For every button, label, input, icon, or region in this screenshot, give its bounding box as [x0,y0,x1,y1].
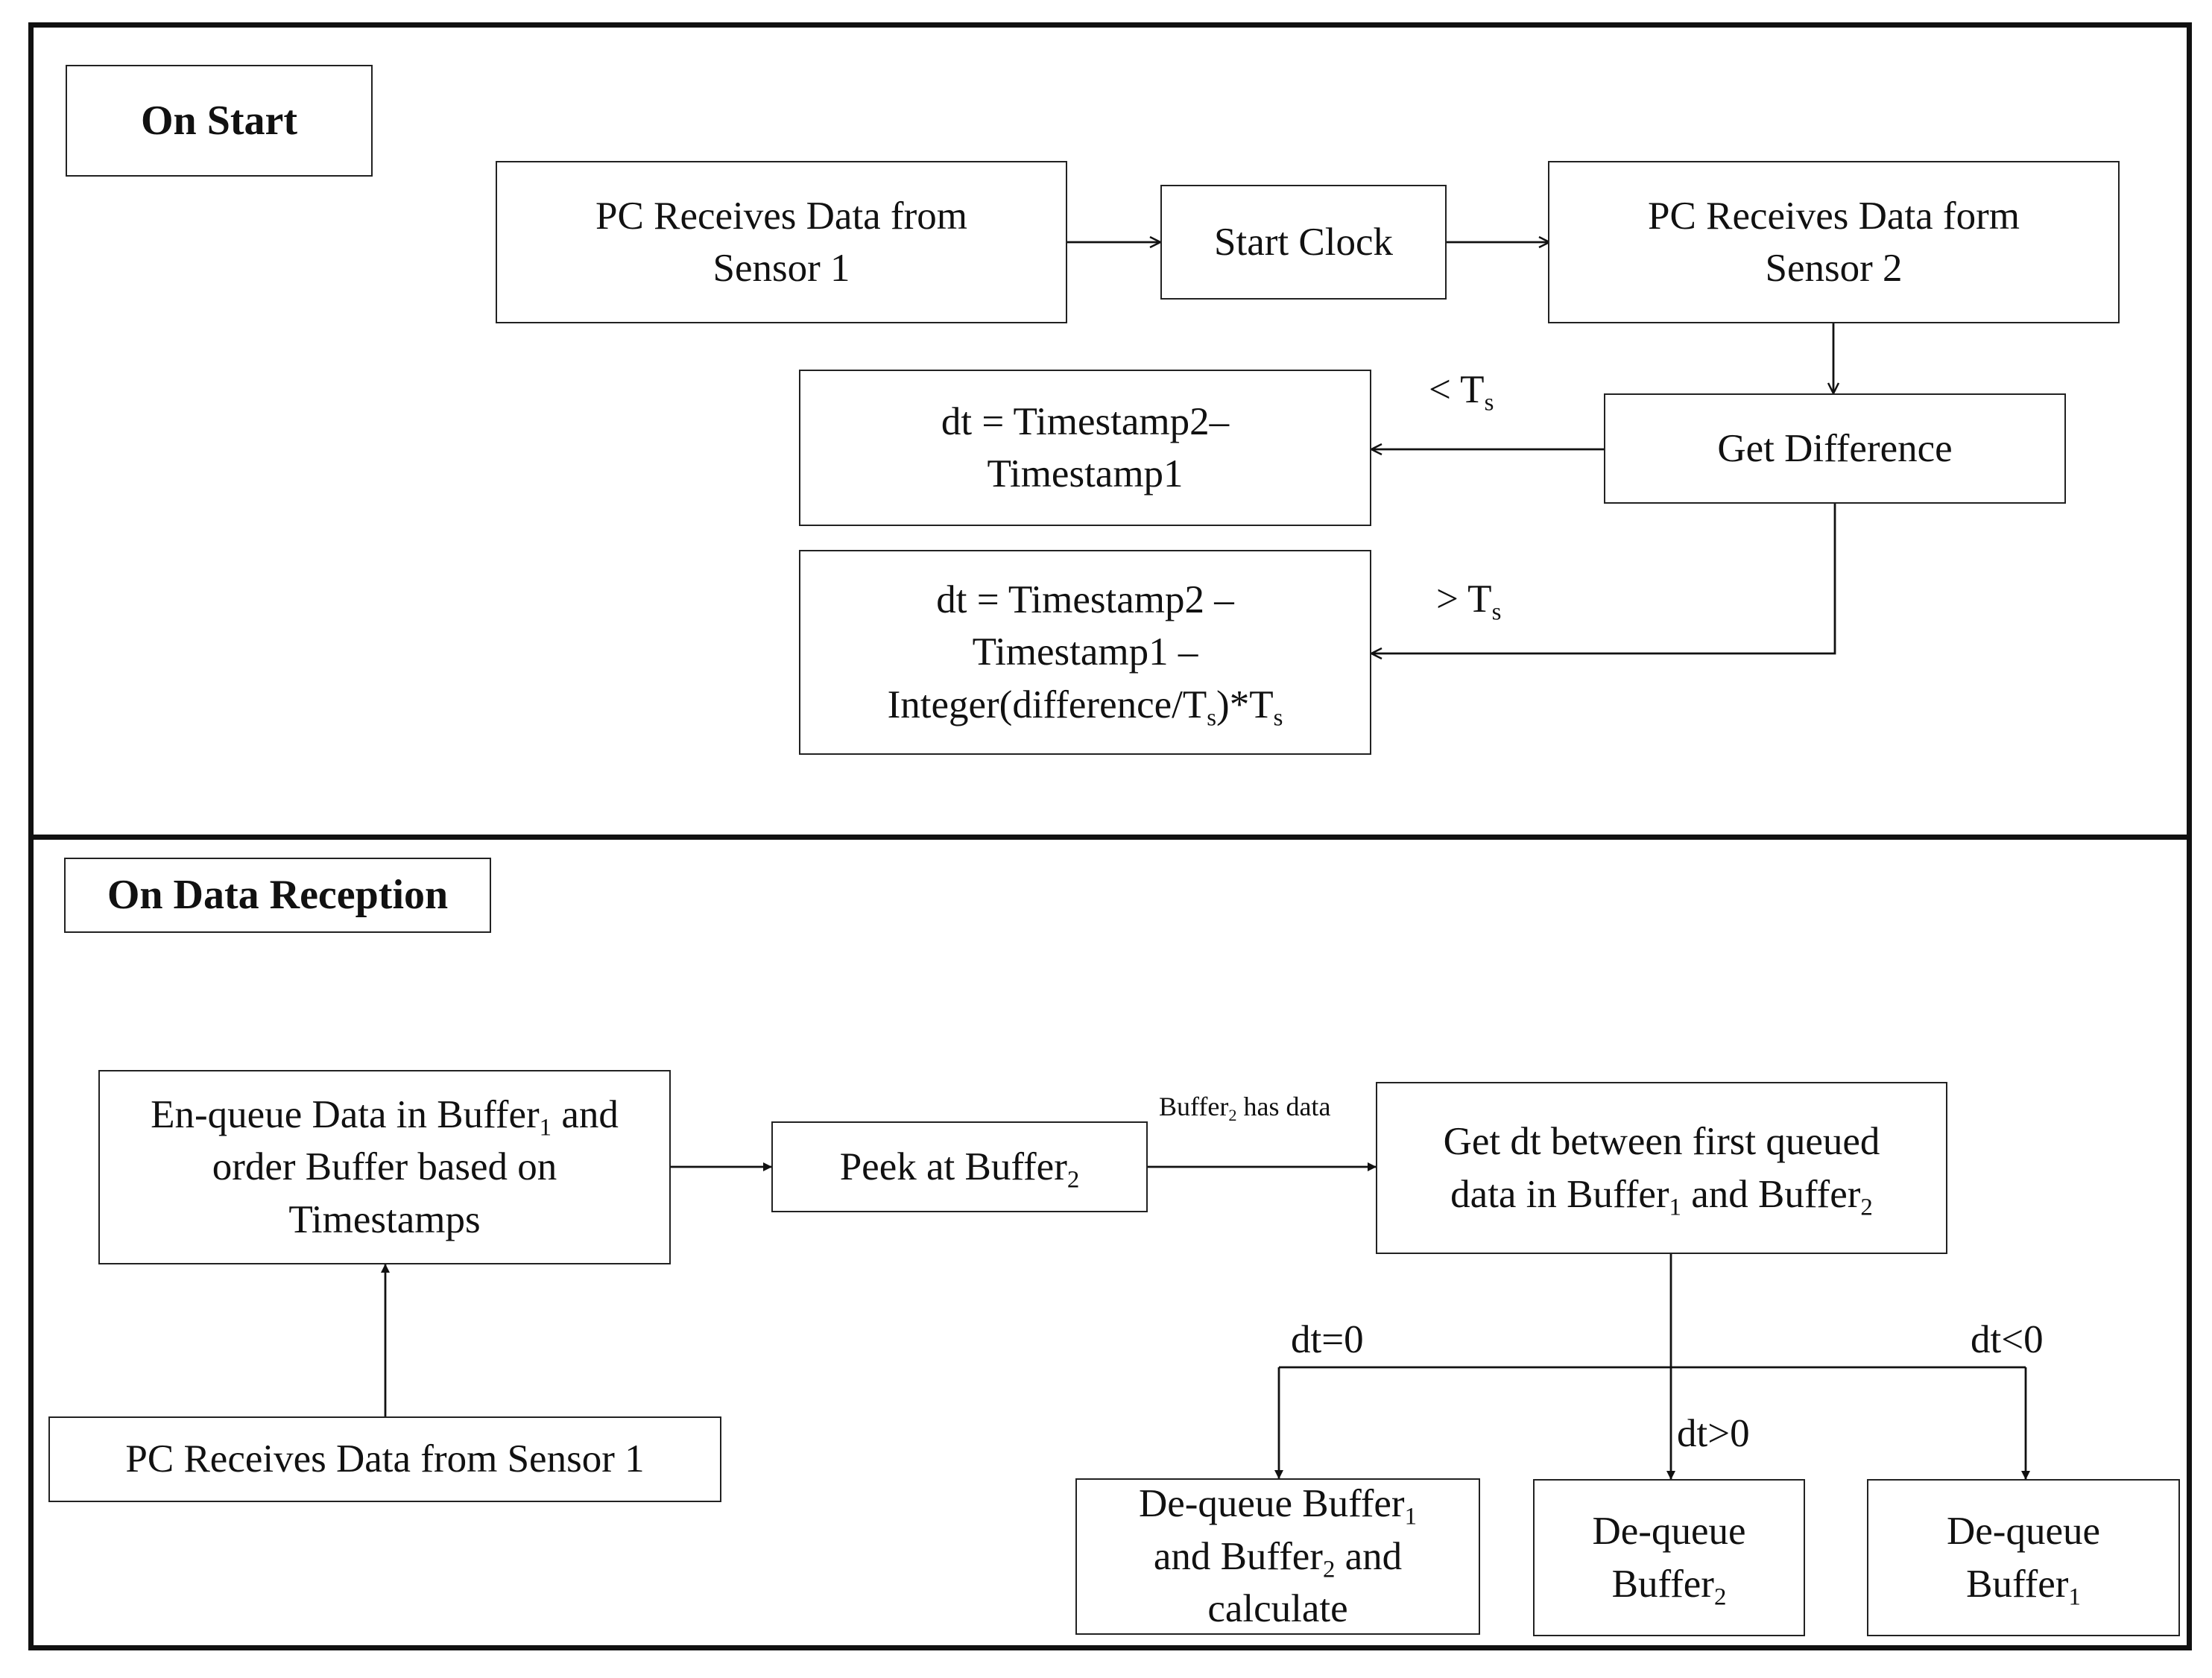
start-clock-box: Start Clock [1160,185,1447,300]
dt-complex-box: dt = Timestamp2 – Timestamp1 – Integer(d… [799,550,1371,755]
enqueue-line3: Timestamps [288,1197,481,1241]
get-dt-box: Get dt between first queued data in Buff… [1376,1082,1947,1254]
dequeue-buffer2-line1: De-queue [1592,1510,1746,1554]
dt-simple-line2: Timestamp1 [987,452,1184,496]
pc-receives-sensor1-box: PC Receives Data from Sensor 1 [496,161,1067,323]
label-dt-greater-zero: dt>0 [1677,1412,1750,1455]
dequeue-both-line3: calculate [1207,1587,1348,1631]
label-greater-than-ts: > Ts [1436,577,1502,626]
pc-receives-sensor1-line2: Sensor 1 [712,247,850,290]
on-start-title: On Start [66,65,373,177]
peek-buffer2-box: Peek at Buffer2 [771,1121,1148,1212]
enqueue-line1: En-queue Data in Buffer1 and [151,1092,619,1142]
label-buffer2-has-data: Buffer2 has data [1159,1092,1331,1125]
get-dt-line1: Get dt between first queued [1443,1120,1880,1164]
pc-receives-sensor2-line2: Sensor 2 [1765,247,1903,290]
get-difference-box: Get Difference [1604,393,2066,504]
dequeue-buffer1-line2: Buffer1 [1966,1562,2081,1610]
label-dt-equals-zero: dt=0 [1291,1318,1364,1361]
label-dt-less-zero: dt<0 [1971,1318,2044,1361]
dequeue-buffer1-line1: De-queue [1947,1510,2100,1554]
pc-receives-sensor1-line1: PC Receives Data from [595,194,967,238]
dt-complex-line2: Timestamp1 – [972,630,1198,674]
dequeue-buffer2-box: De-queue Buffer2 [1533,1479,1805,1636]
on-data-reception-panel [28,835,2192,1650]
get-dt-line2: data in Buffer1 and Buffer2 [1450,1172,1873,1220]
dt-complex-line1: dt = Timestamp2 – [936,577,1234,621]
on-data-reception-title: On Data Reception [64,858,491,933]
pc-receives-sensor1-reception-box: PC Receives Data from Sensor 1 [48,1416,721,1502]
dt-simple-line1: dt = Timestamp2– [941,399,1230,443]
dt-complex-line3: Integer(difference/Ts)*Ts [887,683,1283,732]
dequeue-buffer2-line2: Buffer2 [1611,1562,1727,1610]
pc-receives-sensor2-box: PC Receives Data form Sensor 2 [1548,161,2120,323]
pc-receives-sensor2-line1: PC Receives Data form [1648,194,2020,238]
label-less-than-ts: < Ts [1429,368,1494,417]
enqueue-box: En-queue Data in Buffer1 and order Buffe… [98,1070,671,1264]
arrow-difference-to-dt-complex [1371,503,1836,653]
dequeue-both-line2: and Buffer2 and [1153,1534,1403,1583]
dequeue-buffer1-box: De-queue Buffer1 [1867,1479,2180,1636]
dequeue-both-box: De-queue Buffer1 and Buffer2 and calcula… [1075,1478,1480,1635]
peek-buffer2-text: Peek at Buffer2 [839,1144,1080,1194]
dequeue-both-line1: De-queue Buffer1 [1138,1482,1418,1530]
enqueue-line2: order Buffer based on [212,1145,557,1189]
dt-simple-box: dt = Timestamp2– Timestamp1 [799,370,1371,526]
